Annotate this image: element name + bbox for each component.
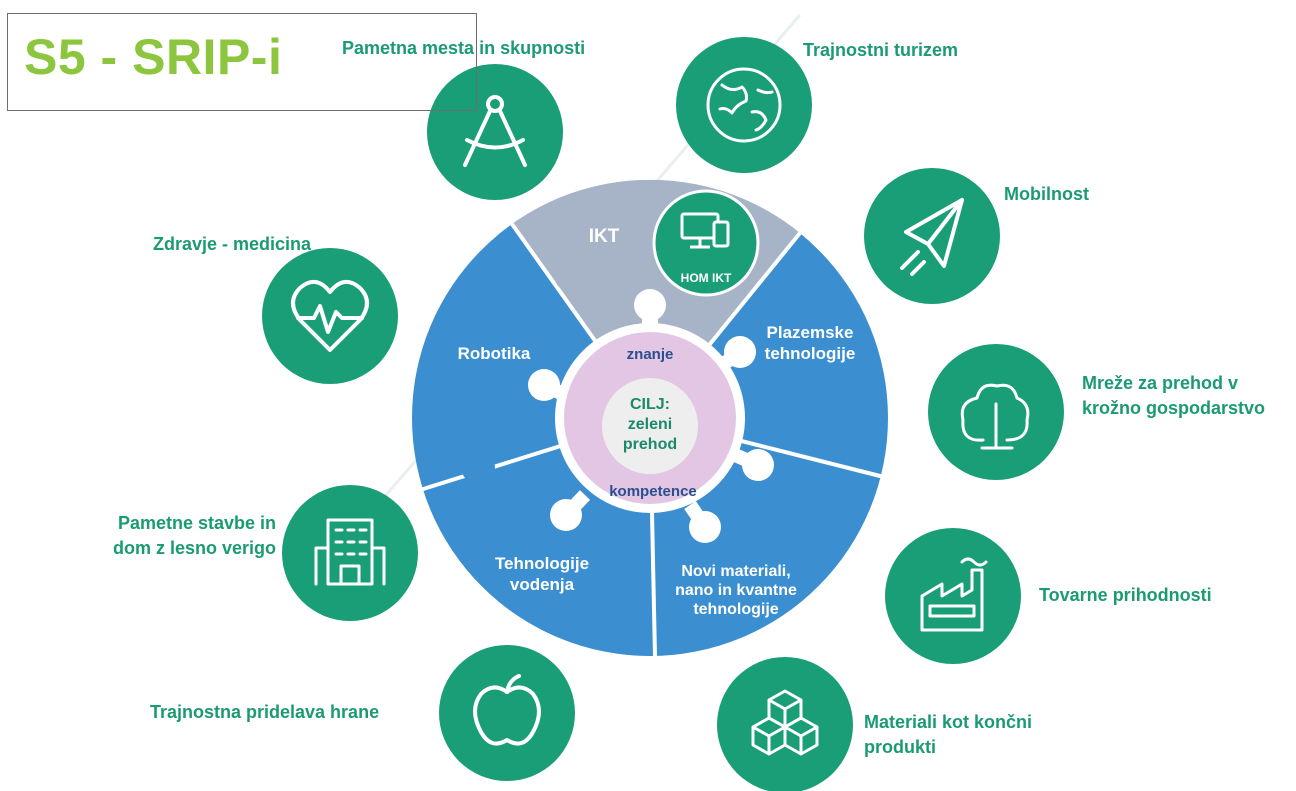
label-zdravje: Zdravje - medicina <box>153 234 312 254</box>
puzzle-knob-ikt <box>554 258 588 292</box>
cubes-icon <box>751 689 819 756</box>
compass-drafting-icon <box>463 95 527 167</box>
globe-icon <box>706 67 782 143</box>
devices-icon <box>680 212 730 249</box>
ikt-label: IKT <box>589 226 620 247</box>
domain-circle-zdravje <box>262 248 398 384</box>
factory-icon <box>920 557 988 632</box>
domain-circle-pametna-mesta <box>427 64 563 200</box>
label-mobilnost: Mobilnost <box>1004 184 1089 204</box>
kompetence-label: kompetence <box>609 483 697 500</box>
page-title: S5 - SRIP-i <box>24 29 283 85</box>
label-tovarne: Tovarne prihodnosti <box>1039 585 1212 605</box>
label-turizem: Trajnostni turizem <box>803 40 958 60</box>
trees-icon <box>960 383 1030 450</box>
hom-ikt-label: HOM IKT <box>681 271 732 285</box>
robotika-label: Robotika <box>458 344 531 363</box>
label-hrana: Trajnostna pridelava hrane <box>150 702 379 722</box>
domain-circle-tovarne <box>885 528 1021 664</box>
building-icon <box>314 518 386 586</box>
label-pametna-mesta: Pametna mesta in skupnosti <box>342 38 585 58</box>
domain-circle-hrana <box>439 645 575 781</box>
apple-icon <box>473 674 541 746</box>
paper-plane-icon <box>900 198 964 276</box>
title-box <box>7 13 477 111</box>
znanje-label: znanje <box>627 346 674 363</box>
puzzle-knobs <box>461 280 834 607</box>
hom-ikt-badge <box>652 189 760 297</box>
domain-circle-turizem <box>676 37 812 173</box>
center-core <box>602 378 698 474</box>
domain-circles <box>262 37 1064 791</box>
heart-pulse-icon <box>291 280 369 352</box>
